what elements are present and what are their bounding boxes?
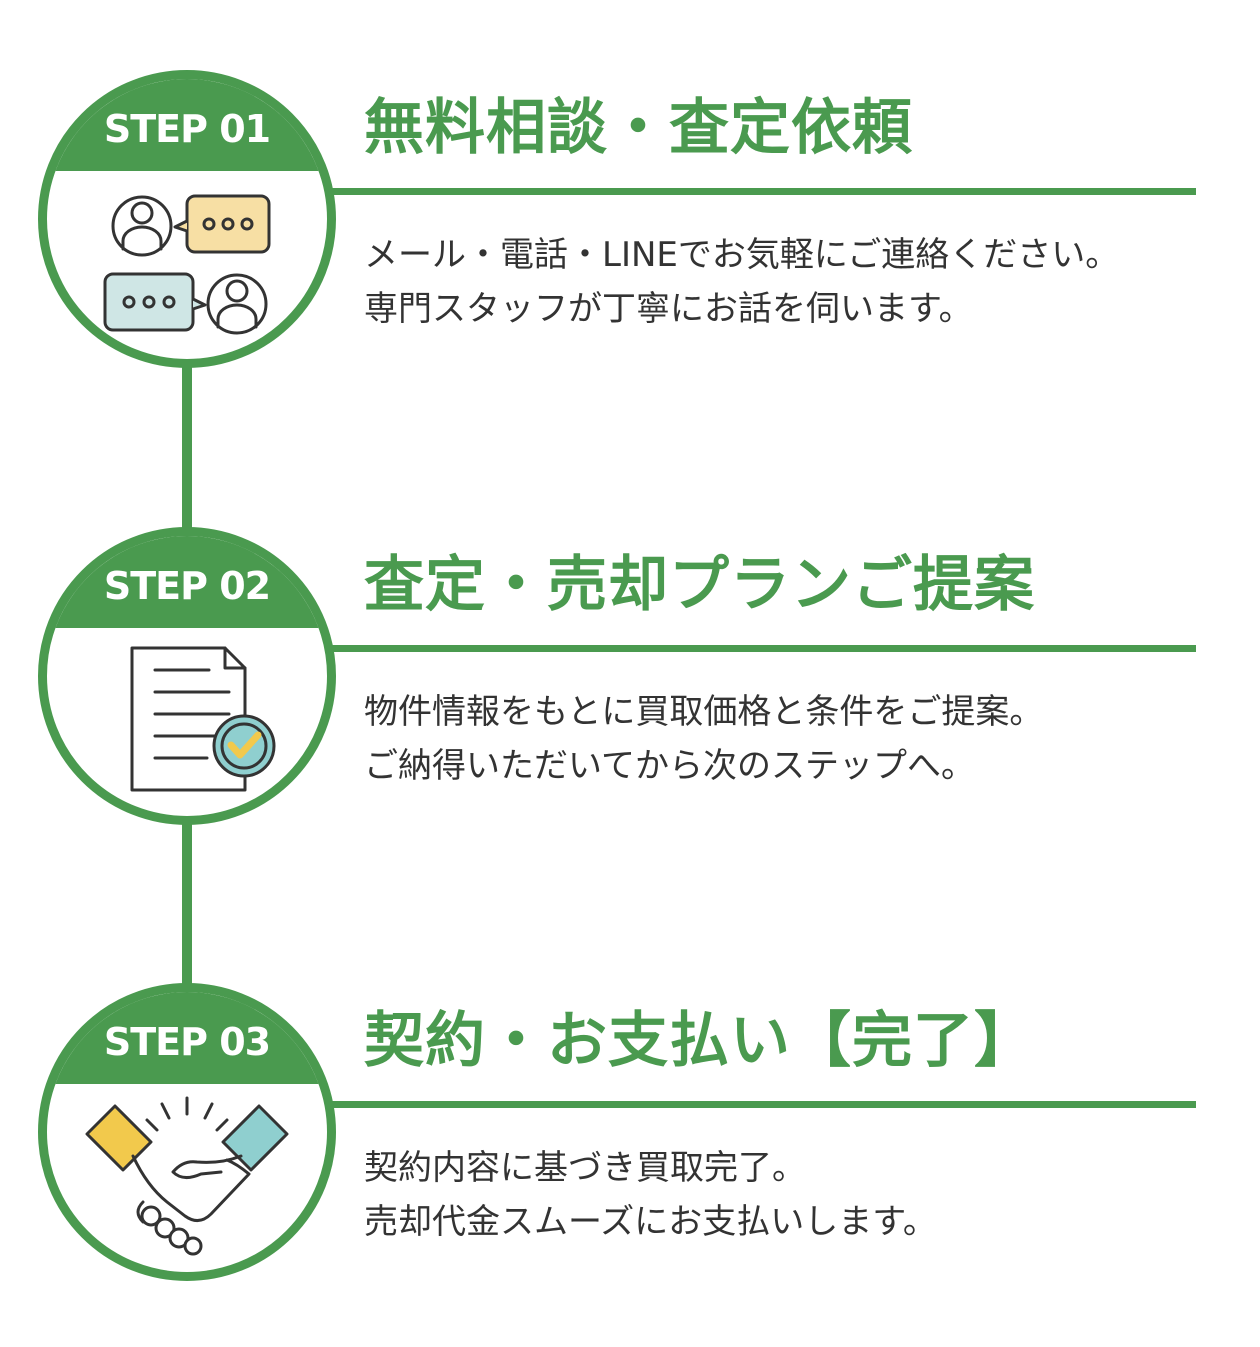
- step-description-line: 売却代金スムーズにお支払いします。: [364, 1202, 937, 1242]
- timeline-connector: [182, 812, 192, 997]
- step-number: STEP 03: [103, 1020, 271, 1064]
- step-number: STEP 01: [103, 107, 271, 151]
- chat-people-icon: [103, 194, 271, 335]
- step-badge-cap: [47, 992, 327, 1084]
- step-badge-cap: [47, 79, 327, 171]
- step-title: 契約・お支払い【完了】: [364, 1006, 1035, 1076]
- step-description: 契約内容に基づき買取完了。 売却代金スムーズにお支払いします。: [364, 1141, 937, 1249]
- step-03: STEP 03: [0, 983, 1260, 1283]
- step-title: 査定・売却プランご提案: [364, 550, 1035, 620]
- step-badge: STEP 02: [38, 527, 336, 825]
- timeline-connector: [182, 355, 192, 540]
- step-description: 物件情報をもとに買取価格と条件をご提案。 ご納得いただいてから次のステップへ。: [364, 685, 1043, 793]
- step-divider: [330, 645, 1196, 652]
- step-description: メール・電話・LINEでお気軽にご連絡ください。 専門スタッフが丁寧にお話を伺い…: [364, 228, 1119, 336]
- handshake-icon: [85, 1096, 289, 1256]
- step-description-line: ご納得いただいてから次のステップへ。: [364, 746, 975, 786]
- step-badge: STEP 01: [38, 70, 336, 368]
- step-description-line: 専門スタッフが丁寧にお話を伺います。: [364, 289, 973, 329]
- step-description-line: 契約内容に基づき買取完了。: [364, 1148, 806, 1188]
- step-02: STEP 02 査定・売却プランご提案 物件情報をもとに買取価格と: [0, 527, 1260, 827]
- step-title: 無料相談・査定依頼: [364, 93, 913, 163]
- step-number: STEP 02: [103, 564, 271, 608]
- step-01: STEP 01 無料相談・査定依頼: [0, 70, 1260, 370]
- step-description-line: メール・電話・LINEでお気軽にご連絡ください。: [364, 235, 1120, 275]
- step-divider: [330, 188, 1196, 195]
- document-check-icon: [130, 646, 276, 792]
- step-description-line: 物件情報をもとに買取価格と条件をご提案。: [364, 692, 1044, 732]
- step-badge: STEP 03: [38, 983, 336, 1281]
- step-divider: [330, 1101, 1196, 1108]
- step-badge-cap: [47, 536, 327, 628]
